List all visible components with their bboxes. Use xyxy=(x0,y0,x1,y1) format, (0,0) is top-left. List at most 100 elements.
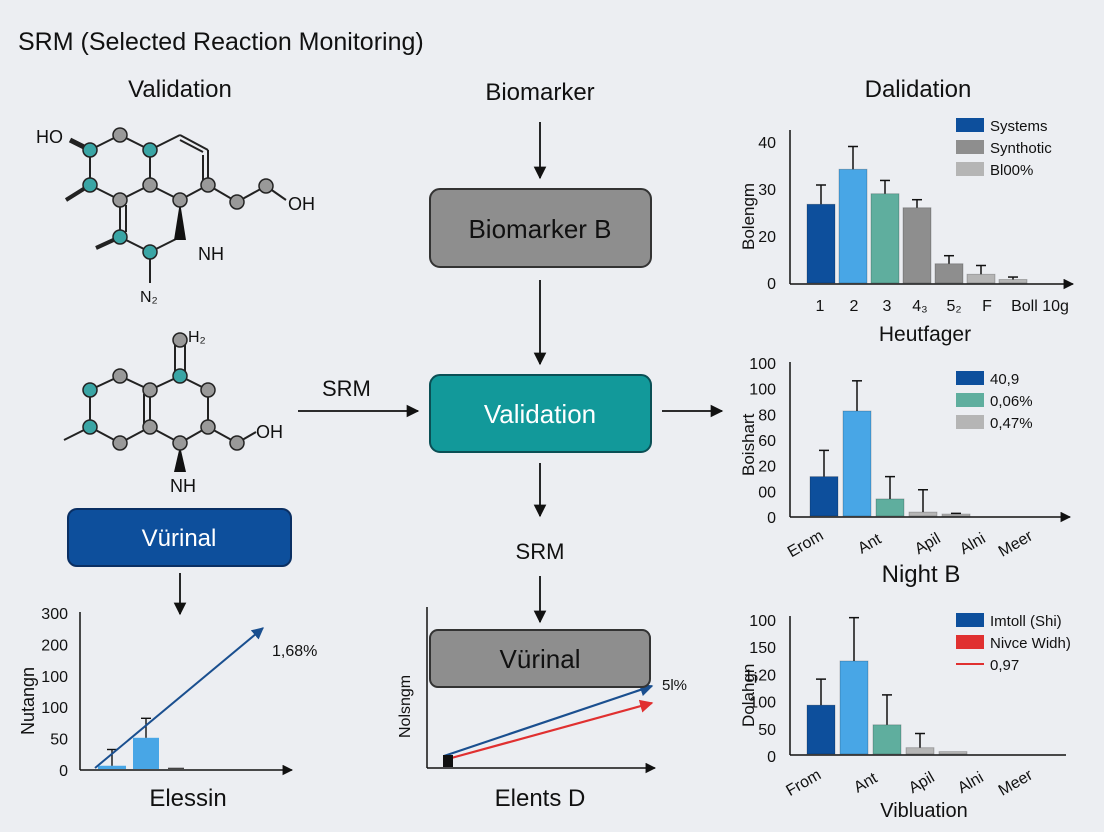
chart3-xtick: Alni xyxy=(955,769,987,797)
chart1-ytick: 0 xyxy=(767,276,776,293)
chart1-bar xyxy=(806,203,836,284)
center-vurinal-label: Vürinal xyxy=(500,644,581,674)
chart2-legend-label: 40,9 xyxy=(990,371,1019,388)
chart2-ytick: 100 xyxy=(749,356,776,373)
chart1-bar xyxy=(902,207,932,284)
molecule-atoms-2 xyxy=(82,332,245,451)
atom-label-oh: OH xyxy=(288,194,315,214)
left-chart-ylabel: Nutangn xyxy=(18,667,38,735)
chart2-ytick: 20 xyxy=(758,459,776,476)
chart1-xtick: 3 xyxy=(883,298,892,315)
biomarker-b-label: Biomarker B xyxy=(468,214,611,244)
chart1-legend-label: Systems xyxy=(990,118,1048,135)
center-chart-series-red xyxy=(443,699,654,762)
chart3-ytick: 1¡20 xyxy=(744,667,776,684)
chart3-xlabel: Vibluation xyxy=(880,800,967,822)
left-heading: Validation xyxy=(128,76,232,103)
chart1-bar xyxy=(870,193,900,284)
chart1-legend-swatch xyxy=(956,118,984,132)
chart3-ytick: 100 xyxy=(749,695,776,712)
chart1-ytick: 40 xyxy=(758,135,776,152)
chart1-bar xyxy=(998,279,1028,284)
right-heading: Dalidation xyxy=(865,76,972,103)
chart3-xtick: Meer xyxy=(996,766,1037,799)
chart3-legend-label: Imtoll (Shi) xyxy=(990,613,1062,630)
center-heading: Biomarker xyxy=(485,79,594,106)
chart2-xlabel: Night B xyxy=(882,561,961,588)
left-chart-xlabel: Elessin xyxy=(149,785,226,812)
chart1-legend-label: Synthotic xyxy=(990,140,1052,157)
chart2-bar xyxy=(809,476,839,517)
chart1-bar xyxy=(838,168,868,284)
center-bottom-chart: Nolsngm 5l% Elents D xyxy=(397,607,687,812)
center-chart-ylabel: Nolsngm xyxy=(397,675,414,738)
atom-label-nh: NH xyxy=(198,244,224,264)
chart1-xtick: Boll 10g xyxy=(1011,298,1069,315)
vurinal-box-center[interactable]: Vürinal xyxy=(429,629,651,688)
chart1-legend-label: Bl00% xyxy=(990,162,1033,179)
chart1-xlabel: Heutfager xyxy=(879,323,971,346)
chart2-legend-swatch xyxy=(956,371,984,385)
molecule-structure-2 xyxy=(63,342,257,472)
chart3-bar xyxy=(839,660,869,755)
atom-label-oh-2: OH xyxy=(256,422,283,442)
chart1-xtick: 5₂ xyxy=(946,298,961,315)
chart2-bar xyxy=(941,513,971,517)
chart3-bar xyxy=(905,747,935,755)
left-chart-bar xyxy=(98,765,126,769)
chart1-ytick: 30 xyxy=(758,182,776,199)
left-srm-label: SRM xyxy=(322,376,371,401)
chart2-ylabel: Boishart xyxy=(739,413,758,476)
biomarker-b-box[interactable]: Biomarker B xyxy=(429,188,652,268)
chart2-legend: 40,9 0,06% 0,47% xyxy=(956,371,1033,432)
left-chart-ytick: 100 xyxy=(41,669,68,686)
chart3-ylabel: Dolahgn xyxy=(739,664,758,727)
chart3-legend-swatch xyxy=(956,613,984,627)
left-chart-bar xyxy=(133,737,159,769)
chart1-bar xyxy=(934,263,964,284)
chart2-xtick: Meer xyxy=(996,527,1037,560)
chart2-legend-label: 0,06% xyxy=(990,393,1033,410)
molecule-structure-1 xyxy=(64,134,287,283)
center-chart-xlabel: Elents D xyxy=(495,785,586,812)
chart1-legend-swatch xyxy=(956,162,984,176)
chart2-legend-label: 0,47% xyxy=(990,415,1033,432)
chart3-xtick: From xyxy=(783,766,824,799)
left-chart-trend-arrow xyxy=(94,627,264,769)
left-chart-annotation: 1,68% xyxy=(272,643,317,660)
chart1-ylabel: Bolengm xyxy=(739,183,758,250)
chart3-legend-label: Nivce Widh) xyxy=(990,635,1071,652)
chart2-xtick: Alni xyxy=(957,530,989,558)
chart2-bar xyxy=(842,410,872,517)
chart2-xtick: Erom xyxy=(785,527,827,561)
chart1-xtick: 1 xyxy=(816,298,825,315)
chart3-ytick: 50 xyxy=(758,722,776,739)
chart2-ytick: 80 xyxy=(758,407,776,424)
page-title: SRM (Selected Reaction Monitoring) xyxy=(18,28,424,56)
left-vurinal-button[interactable]: Vürinal xyxy=(67,508,292,567)
chart2-ytick: 100 xyxy=(749,382,776,399)
left-chart-ytick: 0 xyxy=(59,763,68,780)
atom-label-nh-2: NH xyxy=(170,476,196,496)
chart3-bar xyxy=(806,704,836,755)
chart1-xtick: 4₃ xyxy=(912,298,927,315)
chart2-ytick: 00 xyxy=(758,484,776,501)
chart1-xtick: F xyxy=(982,298,992,315)
chart3-xtick: Apil xyxy=(906,769,938,797)
atom-label-ho: HO xyxy=(36,127,63,147)
molecule-atoms-1 xyxy=(82,127,274,260)
validation-box[interactable]: Validation xyxy=(429,374,652,453)
chart1-xtick: 2 xyxy=(850,298,859,315)
chart3-legend: Imtoll (Shi)Nivce Widh)0,97 xyxy=(956,613,1071,674)
left-chart-ytick: 200 xyxy=(41,637,68,654)
chart3-legend-swatch xyxy=(956,635,984,649)
chart2-xtick: Ant xyxy=(855,530,885,557)
atom-label-n2: N₂ xyxy=(140,289,158,306)
center-chart-bar xyxy=(443,755,453,767)
left-vurinal-label: Vürinal xyxy=(142,525,217,552)
